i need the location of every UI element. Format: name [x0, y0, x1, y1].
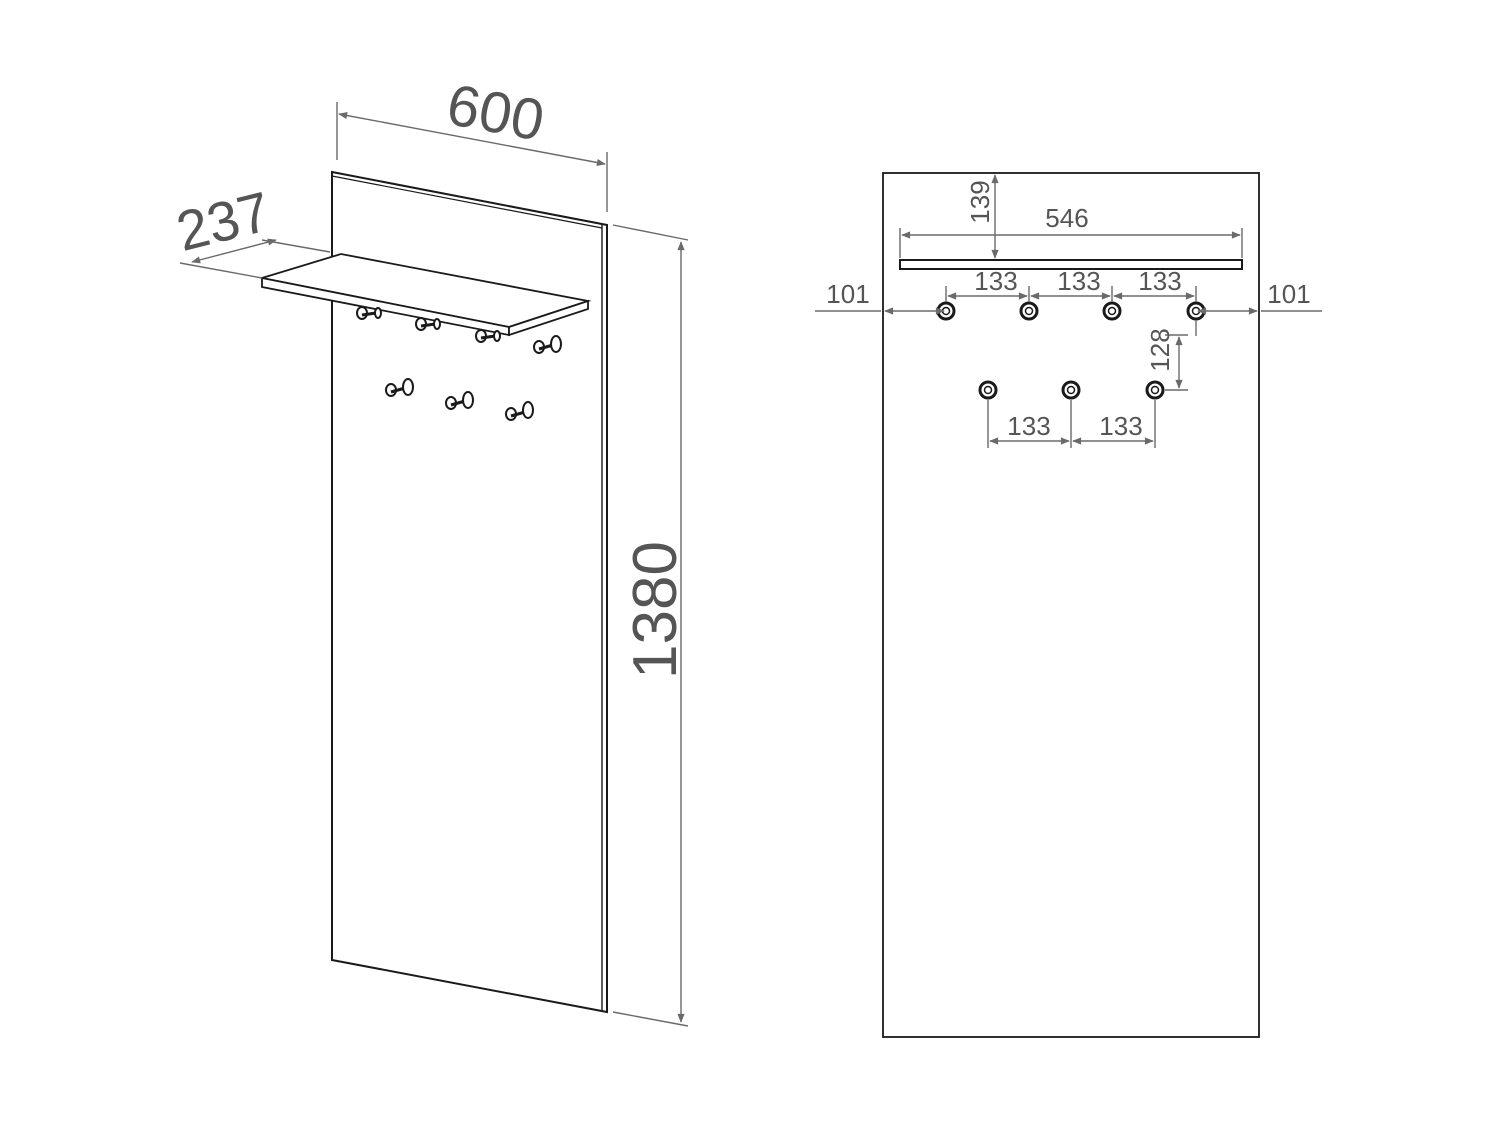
perspective-shelf	[261, 253, 592, 337]
shelf-width-dimension: 546	[899, 203, 1243, 258]
row-gap-label: 128	[1145, 328, 1175, 371]
right-margin-dimension: 101	[1197, 279, 1322, 315]
shelf-offset-dimension: 139	[965, 174, 999, 259]
top-spacing-label: 133	[974, 266, 1017, 296]
perspective-panel	[331, 170, 608, 1014]
left-margin-dimension: 101	[815, 279, 945, 315]
perspective-hooks	[356, 306, 562, 421]
hook-icon	[533, 335, 562, 354]
top-hook-row	[936, 301, 1206, 321]
shelf-width-label: 546	[1045, 203, 1088, 233]
top-spacing-label: 133	[1057, 266, 1100, 296]
front-shelf	[899, 259, 1243, 270]
left-margin-label: 101	[826, 279, 869, 309]
hook-icon	[1019, 301, 1039, 321]
front-panel	[882, 172, 1260, 1038]
shelf-offset-label: 139	[965, 180, 995, 223]
perspective-view: 600 237 1380	[170, 72, 690, 1027]
top-spacing-label: 133	[1138, 266, 1181, 296]
right-margin-label: 101	[1267, 279, 1310, 309]
bottom-hook-row	[978, 380, 1165, 400]
hook-icon	[445, 391, 474, 410]
hook-icon	[415, 317, 441, 331]
depth-dimension: 237	[170, 179, 331, 279]
width-dimension: 600	[336, 72, 608, 212]
hook-icon	[1102, 301, 1122, 321]
hook-icon	[475, 329, 501, 343]
hook-icon	[978, 380, 998, 400]
hook-icon	[505, 401, 534, 421]
hook-icon	[1145, 380, 1165, 400]
height-label: 1380	[621, 541, 690, 679]
row-gap-dimension: 128	[1145, 320, 1197, 391]
width-label: 600	[442, 72, 549, 154]
bottom-row-spacing-dimensions: 133 133	[987, 400, 1156, 448]
bottom-spacing-label: 133	[1007, 411, 1050, 441]
hook-icon	[1061, 380, 1081, 400]
height-dimension: 1380	[612, 224, 690, 1027]
depth-label: 237	[170, 179, 276, 263]
front-view: 139 546	[815, 172, 1322, 1038]
hook-icon	[356, 306, 382, 320]
bottom-spacing-label: 133	[1099, 411, 1142, 441]
top-row-spacing-dimensions: 133 133 133	[945, 266, 1197, 302]
hook-icon	[385, 378, 414, 397]
